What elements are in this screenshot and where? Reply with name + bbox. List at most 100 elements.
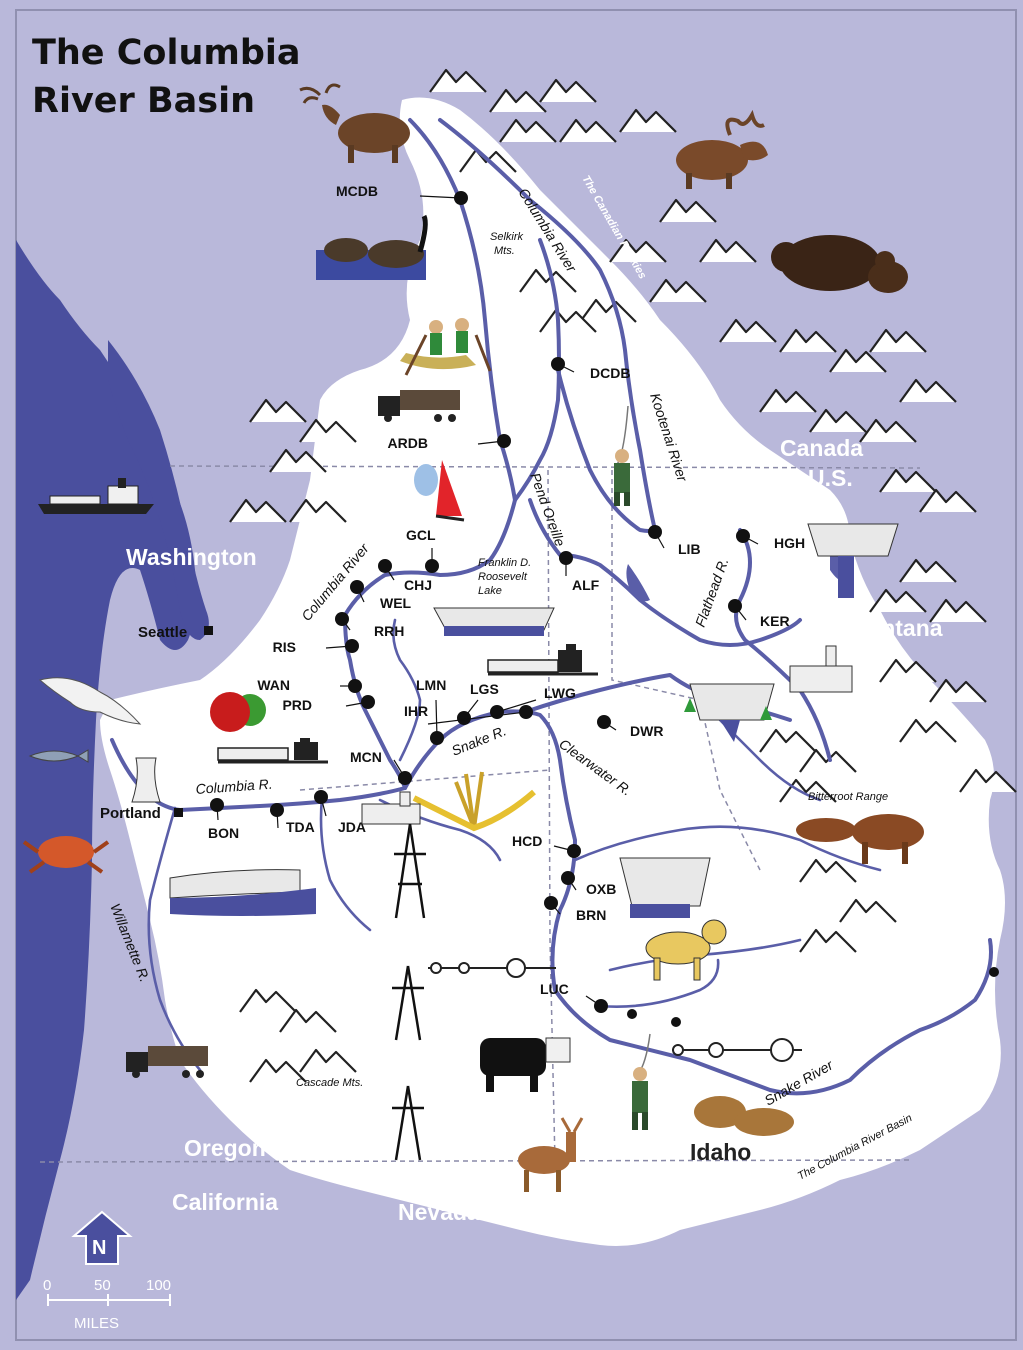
bighorn-sheep-icon [645,919,727,981]
dam-label-ker: KER [760,613,790,629]
mountain-icon [899,558,957,583]
dam-label-mcdb: MCDB [336,183,378,199]
dam-marker-ris[interactable] [345,639,359,653]
mountain-icon [539,78,597,103]
region-oregon: Oregon [184,1135,266,1161]
mountain-icon [229,498,287,523]
dam-marker-mcn[interactable] [398,771,412,785]
caribou-icon [299,83,410,163]
dam-marker-brn[interactable] [544,896,558,910]
dam-label-tda: TDA [286,819,315,835]
windsurfer-icon [414,460,465,522]
dam-marker-lmn[interactable] [430,731,444,745]
dam-marker-lwg[interactable] [490,705,504,719]
dam-marker-ker[interactable] [728,599,742,613]
mountain-icon [879,658,937,683]
mountain-icon [619,108,677,133]
dam-marker-alf[interactable] [559,551,573,565]
washington-oregon-border [299,769,551,791]
dam-marker-unlabeled-1[interactable] [671,1017,681,1027]
dam-marker-luc[interactable] [594,999,608,1013]
scale-tick-100: 100 [146,1277,171,1294]
mountain-icon [799,928,857,953]
dam-marker-unlabeled-2[interactable] [989,967,999,977]
dam-marker-prd[interactable] [361,695,375,709]
lumber-mill-icon-2 [361,791,421,825]
dam-marker-hgh[interactable] [736,529,750,543]
dam-marker-unlabeled-0[interactable] [627,1009,637,1019]
mountain-icon [659,198,717,223]
dam-marker-dcdb[interactable] [551,357,565,371]
city-seattle: Seattle [138,624,187,641]
mountain-icon [899,378,957,403]
dam-label-oxb: OXB [586,881,616,897]
scale-unit: MILES [74,1315,119,1332]
dam-label-hgh: HGH [774,535,805,551]
dam-marker-jda[interactable] [314,790,328,804]
dam-label-chj: CHJ [404,577,432,593]
city-portland: Portland [100,805,161,822]
dam-marker-bon[interactable] [210,798,224,812]
mountain-icon [299,418,357,443]
region-canada: Canada [780,435,863,461]
bear-icon [771,235,908,293]
dam-marker-dwr[interactable] [597,715,611,729]
lake-coeur [626,564,650,602]
transmission-tower-icon [394,823,426,919]
barge-icon [217,738,328,764]
owyhee-river [598,958,720,1008]
mountain-icon [869,328,927,353]
dam-marker-lib[interactable] [648,525,662,539]
mountain-icon [959,768,1017,793]
label-cascade-mts: Cascade Mts. [296,1077,363,1089]
columbia-upper [438,118,657,532]
dam-marker-oxb[interactable] [561,871,575,885]
dam-marker-chj[interactable] [378,559,392,573]
mountain-icon [299,1048,357,1073]
dam-label-alf: ALF [572,577,600,593]
dam-label-dcdb: DCDB [590,365,630,381]
label-fdr-2: Roosevelt [478,571,528,583]
dam-marker-lgs[interactable] [457,711,471,725]
dam-marker-wel[interactable] [350,580,364,594]
dam-marker-tda[interactable] [270,803,284,817]
dam-marker-rrh[interactable] [335,612,349,626]
city-seattle-marker [204,626,213,635]
idaho-washington-border [547,469,556,1163]
dam-marker-ardb[interactable] [497,434,511,448]
kootenai-river [556,368,657,533]
mountain-icon [249,1058,307,1083]
mountain-icon [759,388,817,413]
dam-marker-ihr[interactable] [519,705,533,719]
mountain-icon [539,308,597,333]
dam-marker-mcdb[interactable] [454,191,468,205]
seagull-icon [38,677,142,725]
moose-icon [676,109,768,189]
transmission-tower-icon-2 [392,965,424,1041]
mountain-icon [839,898,897,923]
mountain-icon [929,678,987,703]
dam-marker-wan[interactable] [348,679,362,693]
dam-label-prd: PRD [282,697,312,713]
mountain-icon [579,298,637,323]
dam-icon-dworshak [689,683,775,742]
flathead-river [734,528,832,762]
mountain-icon [429,68,487,93]
canoe-icon [400,318,492,376]
mountain-icon [279,1008,337,1033]
crab-icon [22,836,110,874]
fish-icon [28,749,89,763]
dam-marker-hcd[interactable] [567,844,581,858]
dam-label-jda: JDA [338,819,366,835]
irrigation-icon-2 [672,1038,802,1062]
dam-icon-grand-coulee [433,607,555,636]
mountain-icon [239,988,297,1013]
mountain-icon [609,238,667,263]
mountain-icon [779,328,837,353]
map-title-line2: River Basin [32,81,255,121]
irrigation-icon [428,958,556,978]
mountain-icon [649,278,707,303]
north-arrow-letter: N [92,1237,106,1259]
dam-marker-gcl[interactable] [425,559,439,573]
